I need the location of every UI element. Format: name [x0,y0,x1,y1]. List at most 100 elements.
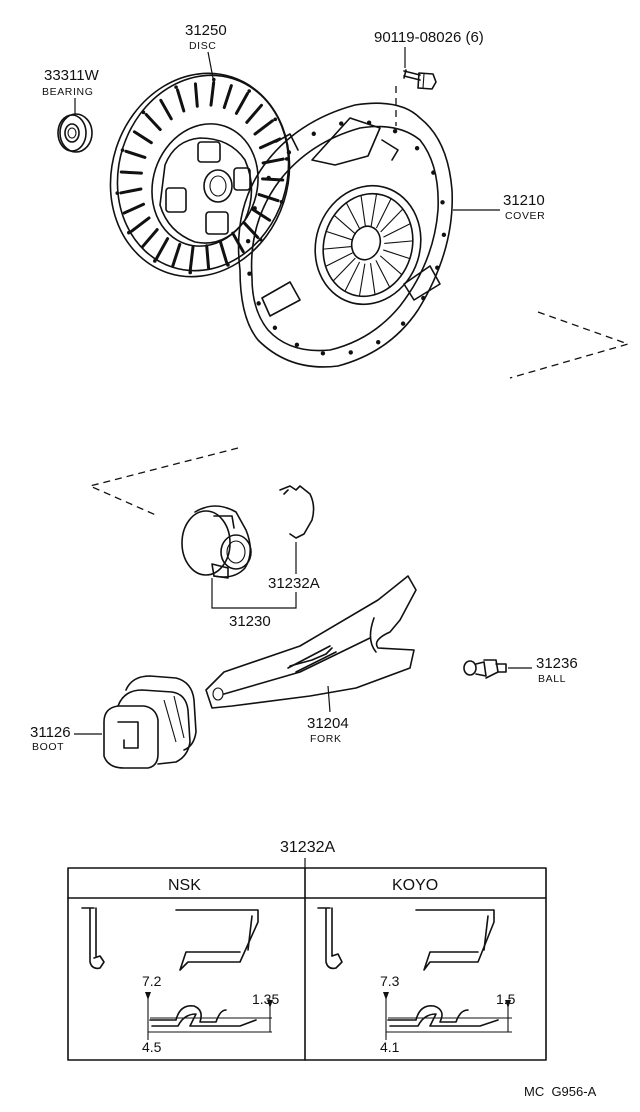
diaphragm-finger [325,230,353,241]
disc-facing-slot [209,80,216,107]
cover-rim-hole [286,150,292,155]
drawing-code: MC G956-A [524,1084,597,1099]
clutch-cover-drawing [237,102,631,379]
cover-rim-hole [294,342,300,348]
part-number-bolt: 90119-08026 (6) [374,29,484,46]
disc-rivet [284,157,289,161]
disc-facing-slot [132,130,153,145]
disc-rivet [174,85,178,89]
koyo-dimension-a: 7.3 [380,973,400,989]
diaphragm-finger [332,257,356,282]
disc-facing-slot [222,84,233,110]
part-name-disc: DISC [189,40,217,52]
disc-rivet [120,148,125,152]
cover-rim-hole [392,128,398,134]
diaphragm-finger [344,261,361,292]
disc-rivet [273,117,278,122]
part-name-cover: COVER [505,210,545,222]
part-name-bearing: BEARING [42,86,93,98]
disc-rivet [279,200,284,204]
disc-facing-slot [176,88,186,113]
cover-assembly-line [509,311,631,379]
cover-rim-hole [414,146,420,151]
pilot-bearing-drawing [57,113,93,153]
detail-table-title: 31232A [280,839,335,856]
disc-rivet [141,110,146,115]
nsk-clip-detail [81,907,273,1040]
cover-rim-hole [247,271,252,276]
diaphragm-finger [358,263,366,297]
diaphragm-finger [323,245,352,250]
disc-facing-slot [144,113,162,132]
cover-rim-hole [366,120,372,125]
disc-rivet [153,259,157,263]
diaphragm-finger [379,255,403,276]
disc-rivet [126,230,131,235]
detail-table-header-nsk: NSK [168,877,201,894]
diaphragm-finger [375,260,391,288]
disc-facing-slot [245,103,263,124]
part-number-bearing: 33311W [44,67,100,84]
disc-facing-slot [258,137,282,150]
part-name-boot: BOOT [32,741,64,753]
cover-rim-hole [431,170,436,175]
part-number-cover: 31210 [503,192,545,209]
cover-rim-hole [245,238,251,244]
disc-rivet [247,89,251,93]
part-number-boot: 31126 [30,724,71,741]
koyo-dimension-b: 1.5 [496,991,516,1007]
diaphragm-finger [345,202,361,230]
disc-facing-slot [188,245,195,272]
disc-rivet [115,191,120,195]
disc-rivet [211,77,216,82]
diaphragm-finger [360,195,367,227]
cover-rim-hole [339,121,344,126]
cover-rim-hole [400,321,406,326]
cover-rim-hole [252,206,257,211]
disc-rivet [188,270,193,275]
cover-rim-hole [272,325,278,330]
koyo-dimension-c: 4.1 [380,1039,400,1055]
disc-facing-slot [141,228,159,249]
diaphragm-finger [370,193,378,227]
bracket-release-bearing [211,578,297,609]
disc-facing-slot [119,170,143,175]
part-number-disc: 31250 [185,22,227,39]
disc-facing-slot [159,98,173,121]
detail-table-header-koyo: KOYO [392,877,438,894]
cover-rim-hole [435,265,440,270]
release-bearing-drawing [181,505,252,579]
nsk-dimension-a: 7.2 [142,973,162,989]
part-number-fork: 31204 [307,715,349,732]
diaphragm-finger [380,208,404,233]
disc-facing-slot [205,244,211,270]
diaphragm-finger [384,240,413,245]
disc-rivet [226,263,230,267]
disc-facing-slot [234,91,250,115]
bolt-drawing [403,69,437,90]
diaphragm-finger [369,263,376,295]
release-fork-drawing [205,575,417,709]
diaphragm-finger [383,223,411,238]
part-number-clip: 31232A [268,575,320,592]
disc-facing-slot [119,187,143,195]
diaphragm-finger [375,198,392,229]
koyo-clip-detail [317,907,512,1040]
detail-table [67,867,547,1061]
cover-rim-hole [256,301,261,306]
part-number-ball: 31236 [536,655,578,672]
boot-drawing [103,675,197,769]
leader-disc [207,51,214,79]
cover-rim-hole [320,351,326,356]
cover-rim-hole [441,232,447,238]
clutch-disc-drawing [109,72,291,278]
diaphragm-finger [383,249,411,260]
part-name-fork: FORK [310,733,342,745]
cover-rim-hole [440,200,445,205]
disc-facing-slot [154,237,170,261]
disc-rivet [258,237,263,242]
nsk-dimension-c: 4.5 [142,1039,162,1055]
cover-rim-hole [376,340,381,345]
disc-facing-slot [124,149,147,159]
disc-facing-slot [122,202,146,215]
